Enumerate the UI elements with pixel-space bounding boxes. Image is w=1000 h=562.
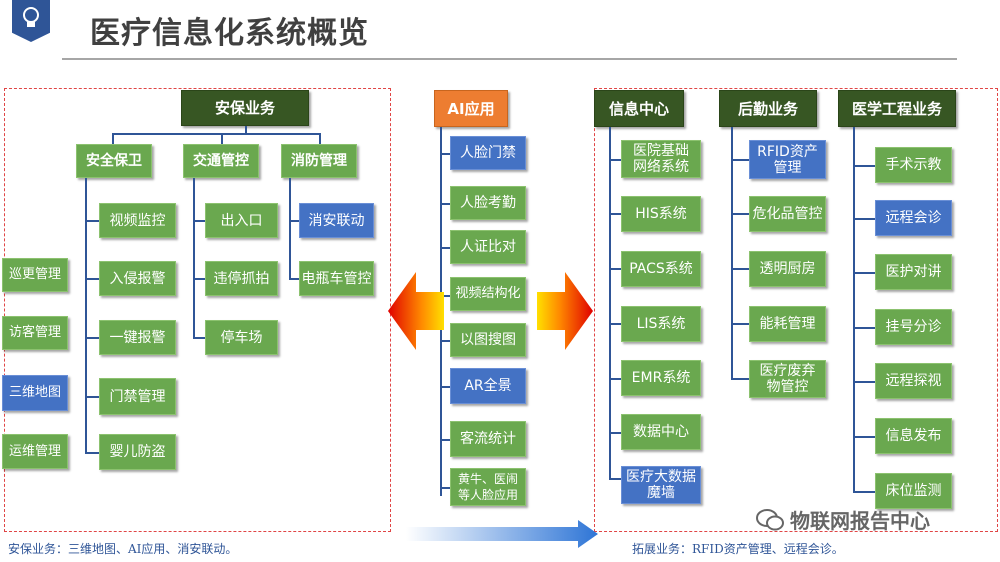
- logistics-item-energy: 能耗管理: [749, 306, 826, 342]
- medeng-item-remote-visit: 远程探视: [875, 363, 952, 399]
- logistics-item-kitchen: 透明厨房: [749, 251, 826, 287]
- item-ebike-control: 电瓶车管控: [299, 261, 374, 296]
- item-patrol-management: 巡更管理: [2, 258, 68, 292]
- ai-item-id-comparison: 人证比对: [450, 230, 526, 264]
- left-arrow-icon: [388, 272, 444, 350]
- ai-item-scalper-face: 黄牛、医闹等人脸应用: [450, 468, 526, 506]
- medeng-item-intercom: 医护对讲: [875, 254, 952, 290]
- medeng-title: 医学工程业务: [838, 90, 956, 127]
- category-traffic: 交通管控: [183, 144, 259, 178]
- ai-title: AI应用: [434, 90, 508, 127]
- item-entrance-exit: 出入口: [205, 203, 278, 238]
- header-divider: [62, 58, 957, 60]
- ai-item-face-attendance: 人脸考勤: [450, 186, 526, 220]
- item-intrusion-alarm: 入侵报警: [99, 261, 176, 296]
- item-access-control: 门禁管理: [99, 378, 176, 415]
- page-title: 医疗信息化系统概览: [90, 16, 369, 51]
- ai-item-ar-panorama: AR全景: [450, 368, 526, 404]
- medeng-item-bed-monitor: 床位监测: [875, 473, 952, 509]
- item-video-surveillance: 视频监控: [99, 203, 176, 238]
- bottom-arrow-icon: [406, 520, 598, 548]
- watermark: 物联网报告中心: [756, 505, 930, 534]
- ai-item-face-access: 人脸门禁: [450, 136, 526, 170]
- info-item-big-data-wall: 医疗大数据魔墙: [621, 466, 701, 504]
- item-parking-lot: 停车场: [205, 320, 278, 355]
- security-title: 安保业务: [181, 90, 309, 126]
- medeng-item-surgery-demo: 手术示教: [875, 147, 952, 183]
- medeng-item-triage: 挂号分诊: [875, 309, 952, 345]
- logistics-item-medical-waste: 医疗废弃物管控: [749, 360, 826, 398]
- ai-item-image-search: 以图搜图: [450, 323, 526, 357]
- category-guard: 安全保卫: [76, 144, 152, 178]
- right-arrow-icon: [537, 272, 593, 350]
- info-item-lis: LIS系统: [621, 306, 701, 342]
- item-infant-anti-theft: 婴儿防盗: [99, 434, 176, 470]
- logistics-title: 后勤业务: [719, 90, 817, 127]
- category-fire: 消防管理: [281, 144, 357, 178]
- footer-security-note: 安保业务：三维地图、AI应用、消安联动。: [8, 542, 238, 556]
- ai-item-passenger-stats: 客流统计: [450, 421, 526, 457]
- ai-item-video-structuring: 视频结构化: [450, 277, 526, 311]
- wechat-icon: [756, 508, 784, 530]
- medeng-item-info-release: 信息发布: [875, 418, 952, 454]
- item-fire-linkage: 消安联动: [299, 203, 374, 238]
- logistics-item-hazmat: 危化品管控: [749, 196, 826, 232]
- logistics-item-rfid: RFID资产管理: [749, 140, 826, 179]
- item-ops-management: 运维管理: [2, 434, 68, 469]
- item-parking-violation: 违停抓拍: [205, 261, 278, 296]
- info-title: 信息中心: [594, 90, 684, 127]
- medeng-item-remote-consult: 远程会诊: [875, 200, 952, 236]
- info-item-his: HIS系统: [621, 196, 701, 232]
- watermark-text: 物联网报告中心: [790, 509, 930, 533]
- item-3d-map: 三维地图: [2, 375, 68, 411]
- extension-region: [594, 88, 998, 532]
- info-item-base-network: 医院基础网络系统: [621, 140, 701, 178]
- footer-extension-note: 拓展业务：RFID资产管理、远程会诊。: [632, 542, 844, 556]
- lightbulb-icon: [23, 7, 39, 27]
- info-item-emr: EMR系统: [621, 360, 701, 396]
- info-item-data-center: 数据中心: [621, 414, 701, 450]
- info-item-pacs: PACS系统: [621, 251, 701, 287]
- item-visitor-management: 访客管理: [2, 316, 68, 350]
- item-one-key-alarm: 一键报警: [99, 320, 176, 355]
